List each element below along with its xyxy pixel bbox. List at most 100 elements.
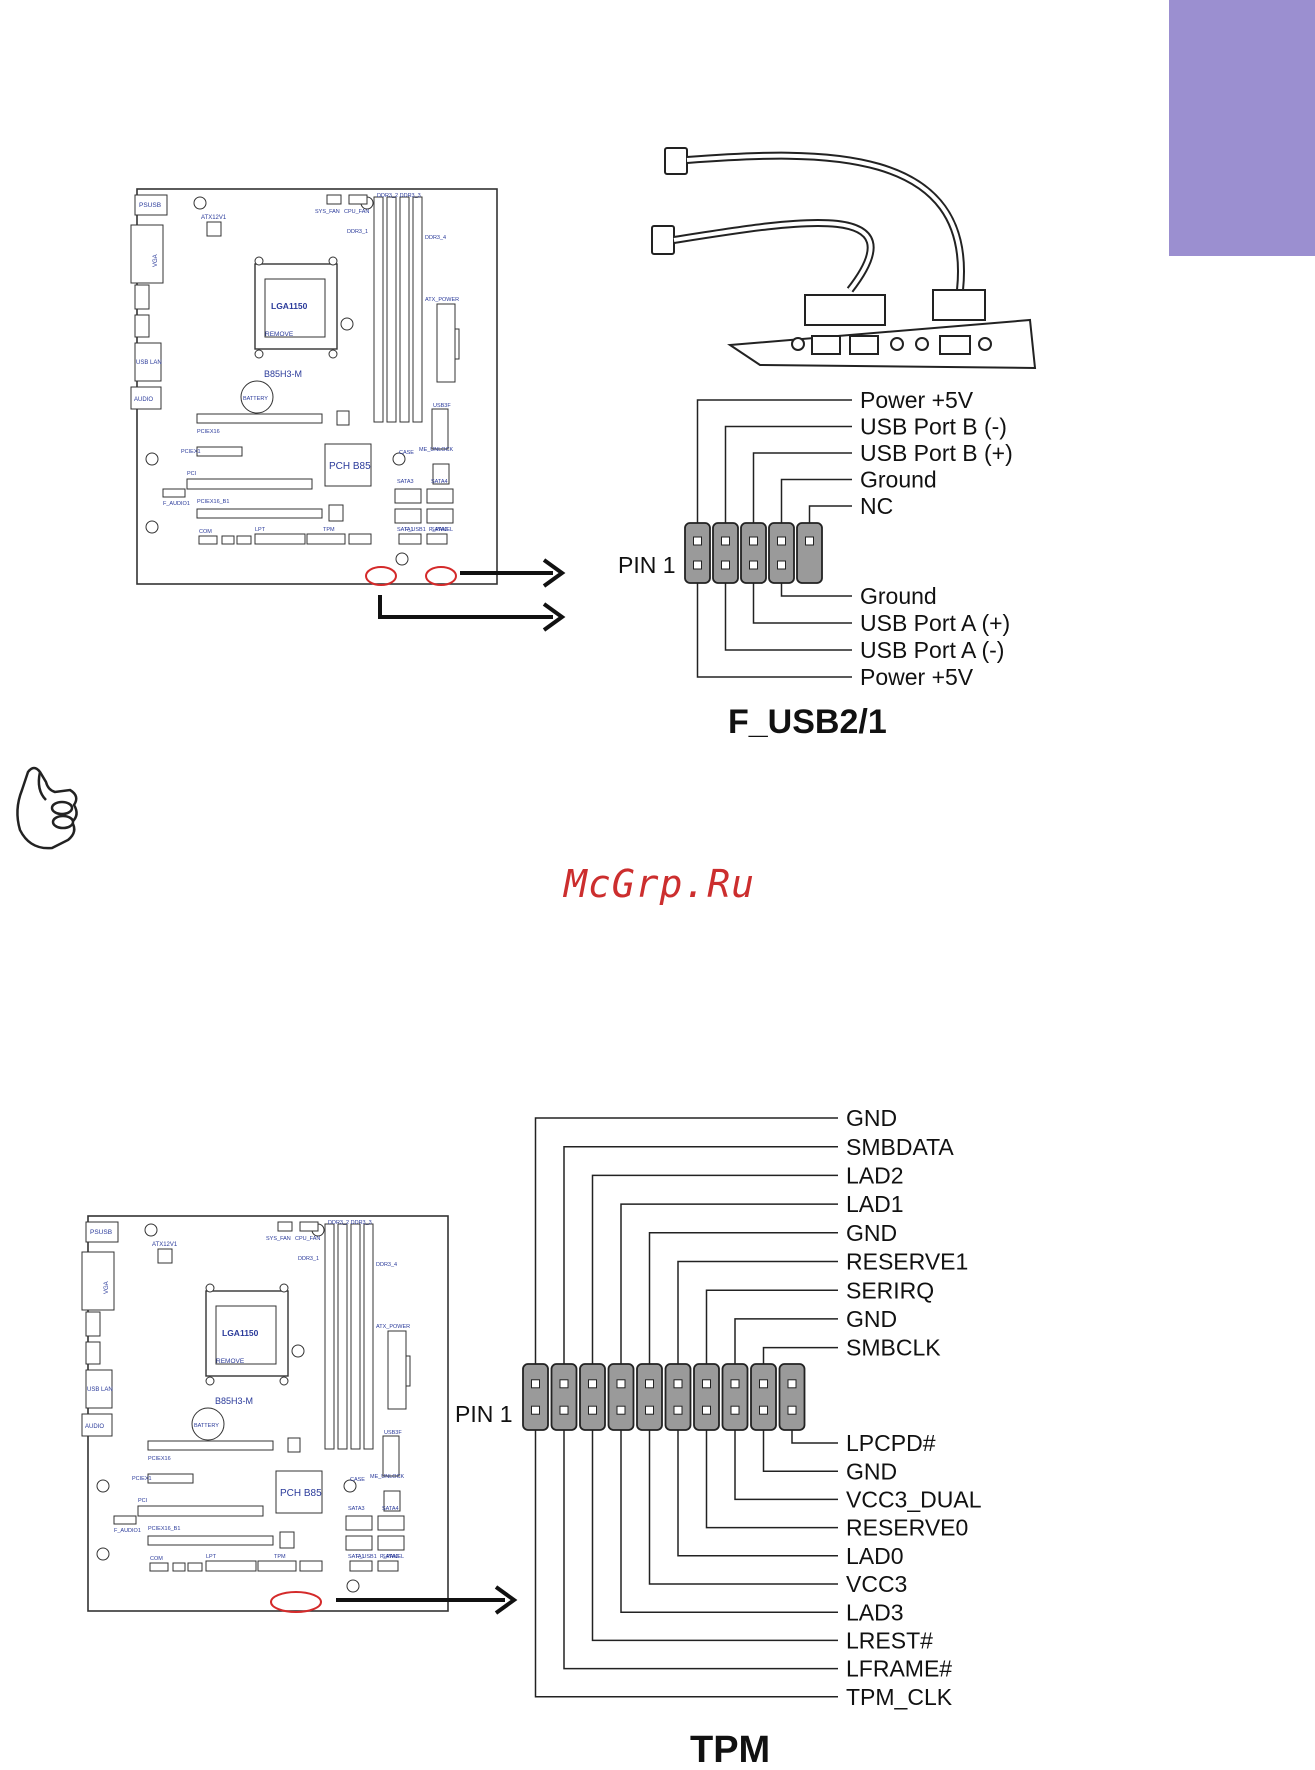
pin-hole	[721, 536, 730, 546]
leader-line	[791, 1430, 838, 1444]
pin-hole	[759, 1405, 768, 1415]
leader-line	[648, 1430, 838, 1585]
leader-line	[677, 1430, 838, 1557]
pin-hole	[805, 536, 814, 546]
leader-line	[762, 1346, 838, 1364]
pin-hole	[645, 1379, 654, 1389]
tpm-header-arrow	[336, 1585, 518, 1615]
leader-line	[648, 1232, 838, 1364]
pin-label: LAD2	[846, 1162, 904, 1188]
pin-column	[636, 1363, 663, 1431]
leader-line	[752, 452, 852, 523]
pin-label: LPCPD#	[846, 1430, 936, 1456]
pin-label: SERIRQ	[846, 1277, 934, 1303]
pin-label: GND	[846, 1105, 897, 1131]
pin-hole	[616, 1405, 626, 1415]
pin-label: LAD3	[846, 1599, 904, 1625]
pin-hole	[588, 1405, 597, 1415]
pin-hole	[787, 1379, 797, 1389]
leader-line	[724, 583, 852, 651]
pin-hole	[730, 1405, 740, 1415]
leader-line	[696, 399, 852, 523]
leader-line	[620, 1430, 838, 1613]
pin-label: LAD0	[846, 1543, 904, 1569]
leader-line	[696, 583, 852, 678]
pin-label: VCC3_DUAL	[846, 1486, 982, 1512]
usb-header-arrows	[378, 558, 566, 632]
pin-column	[664, 1363, 692, 1431]
pin-hole	[759, 1379, 768, 1389]
pin-label: USB Port A (+)	[860, 610, 1010, 636]
pin-label: GND	[846, 1220, 897, 1246]
pin-hole	[645, 1405, 654, 1415]
leader-line	[705, 1289, 838, 1364]
pin-column	[579, 1363, 606, 1431]
pin-label: GND	[846, 1458, 897, 1484]
leader-line	[780, 583, 852, 597]
pin-label: Ground	[860, 583, 937, 609]
pin-column	[778, 1363, 806, 1431]
pin-hole	[616, 1379, 626, 1389]
leader-line	[534, 1117, 838, 1364]
pin-label: RESERVE1	[846, 1249, 968, 1275]
leader-line	[724, 425, 852, 523]
pin-label: LAD1	[846, 1191, 904, 1217]
pin-hole	[730, 1379, 740, 1389]
pin-label: RESERVE0	[846, 1515, 968, 1541]
header-title: TPM	[690, 1729, 770, 1770]
leader-line	[677, 1260, 838, 1364]
pin-column	[693, 1363, 720, 1431]
pin-label: SMBDATA	[846, 1134, 954, 1160]
pin-label: Power +5V	[860, 387, 974, 413]
pin-column	[740, 522, 767, 584]
pin-hole	[749, 560, 758, 570]
leader-line	[705, 1430, 838, 1529]
pin-hole	[673, 1405, 683, 1415]
motherboard-layout-top	[130, 188, 498, 586]
pin-column	[796, 522, 823, 584]
pin-hole	[693, 536, 702, 546]
pin-label: USB Port B (+)	[860, 440, 1013, 466]
watermark: McGrp.Ru	[564, 862, 756, 906]
leader-line	[762, 1430, 838, 1472]
leader-line	[591, 1430, 838, 1642]
pin-hole	[777, 536, 786, 546]
leader-line	[780, 478, 852, 523]
leader-line	[591, 1174, 838, 1364]
pin-hole	[787, 1405, 797, 1415]
pin-column	[712, 522, 739, 584]
section-tab	[1169, 0, 1315, 256]
leader-line	[734, 1318, 838, 1364]
pin1-label: PIN 1	[618, 552, 676, 578]
tpm-header-diagram: PIN 1GNDSMBDATALAD2LAD1GNDRESERVE1SERIRQ…	[455, 1105, 982, 1770]
leader-line	[620, 1203, 838, 1364]
leader-line	[808, 505, 852, 523]
header-title: F_USB2/1	[728, 703, 887, 741]
usb-bracket-illustration	[651, 147, 1037, 370]
pin-hole	[531, 1405, 540, 1415]
pin-label: LREST#	[846, 1627, 933, 1653]
pin-hole	[559, 1405, 569, 1415]
leader-line	[734, 1430, 838, 1501]
pin-column	[721, 1363, 749, 1431]
pin-label: Power +5V	[860, 664, 974, 690]
pin-column	[522, 1363, 549, 1431]
pin-label: TPM_CLK	[846, 1684, 953, 1710]
pin-label: GND	[846, 1306, 897, 1332]
motherboard-layout-bottom	[81, 1215, 449, 1613]
pin-label: Ground	[860, 467, 937, 493]
leader-line	[563, 1145, 838, 1364]
leader-line	[534, 1430, 838, 1698]
pin-column	[768, 522, 795, 584]
pin-hole	[777, 560, 786, 570]
pin-hole	[702, 1405, 711, 1415]
pin-hole	[531, 1379, 540, 1389]
pin-hole	[588, 1379, 597, 1389]
leader-line	[752, 583, 852, 624]
pin-column	[684, 522, 711, 584]
pointing-hand-icon	[16, 766, 78, 850]
pin-label: LFRAME#	[846, 1656, 952, 1682]
pin-label: VCC3	[846, 1571, 907, 1597]
